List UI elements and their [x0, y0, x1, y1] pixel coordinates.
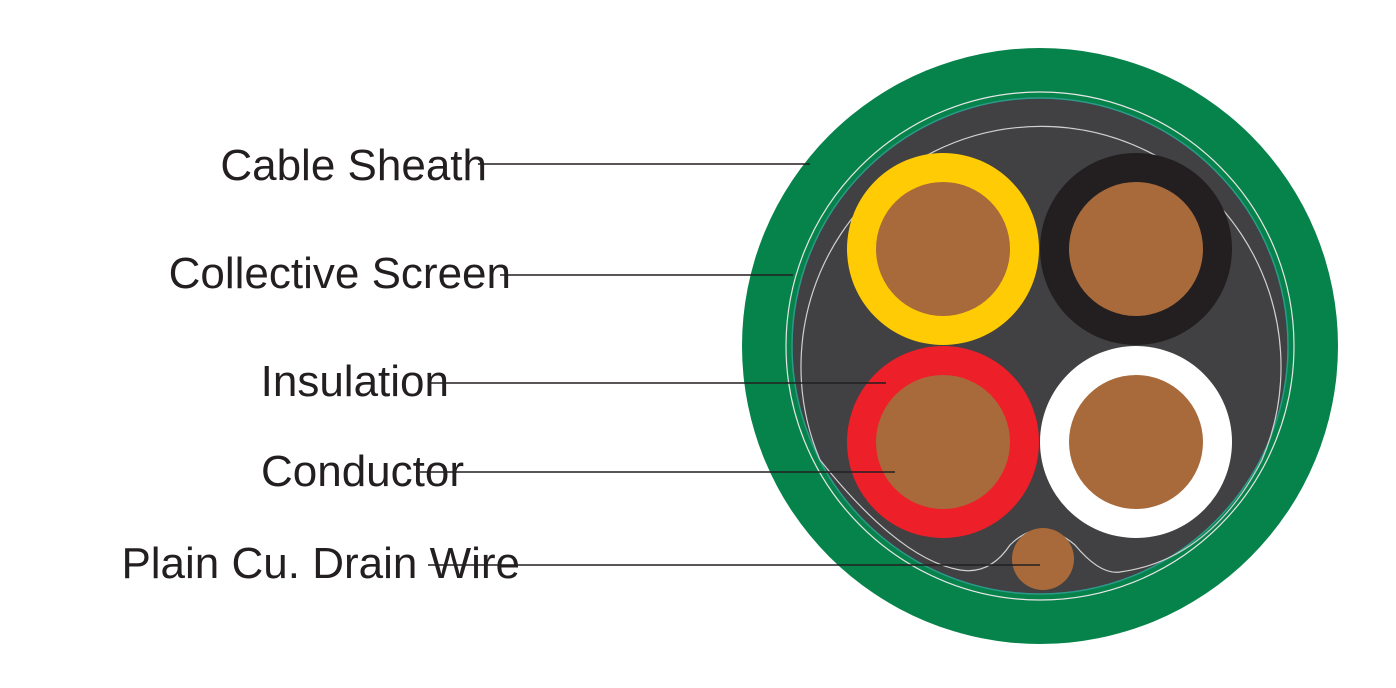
label-insulation: Insulation — [261, 357, 449, 406]
core-red-conductor — [876, 375, 1010, 509]
sheath-inner-line — [785, 91, 1295, 601]
label-drain-wire: Plain Cu. Drain Wire — [121, 539, 520, 588]
core-black-conductor — [1069, 182, 1203, 316]
screen-inner-line — [800, 125, 1282, 461]
label-collective-screen: Collective Screen — [169, 249, 511, 298]
collective-screen — [791, 97, 1289, 595]
core-yellow-conductor — [876, 182, 1010, 316]
label-conductor: Conductor — [261, 447, 464, 496]
core-white-conductor — [1069, 375, 1203, 509]
drain-wire — [1012, 528, 1074, 590]
label-cable-sheath: Cable Sheath — [220, 141, 487, 190]
